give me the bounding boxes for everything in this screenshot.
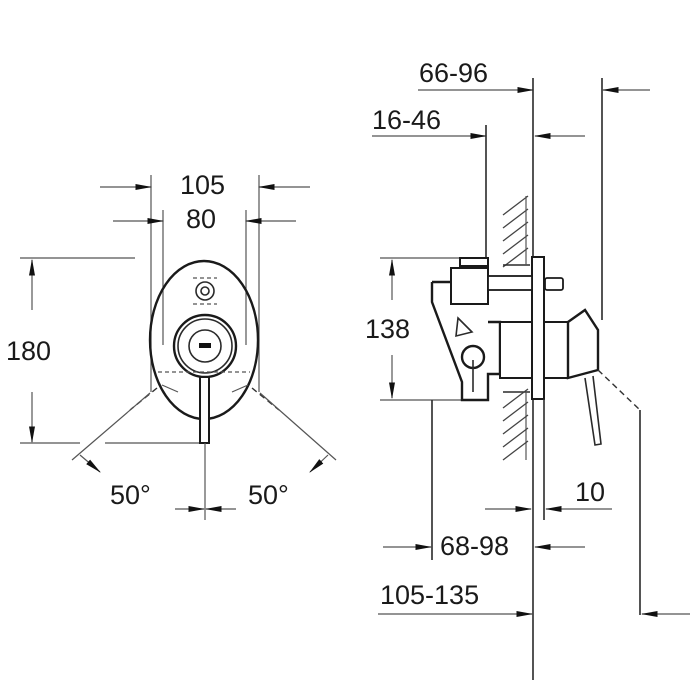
- dim-bottom-range: 105-135: [380, 580, 480, 610]
- front-view: [20, 175, 337, 520]
- dim-angle-right: 50°: [248, 480, 289, 510]
- dim-inner-width: 80: [186, 204, 217, 234]
- dim-upper-range: 16-46: [372, 105, 442, 135]
- dim-angle-left: 50°: [110, 480, 151, 510]
- dim-top-range: 66-96: [419, 58, 489, 88]
- dim-mid-range: 68-98: [440, 531, 510, 561]
- dim-plate-thickness: 10: [575, 477, 606, 507]
- dim-body-height: 138: [365, 314, 411, 344]
- side-view: [372, 78, 690, 680]
- dim-height: 180: [6, 336, 52, 366]
- dim-outer-width: 105: [180, 170, 226, 200]
